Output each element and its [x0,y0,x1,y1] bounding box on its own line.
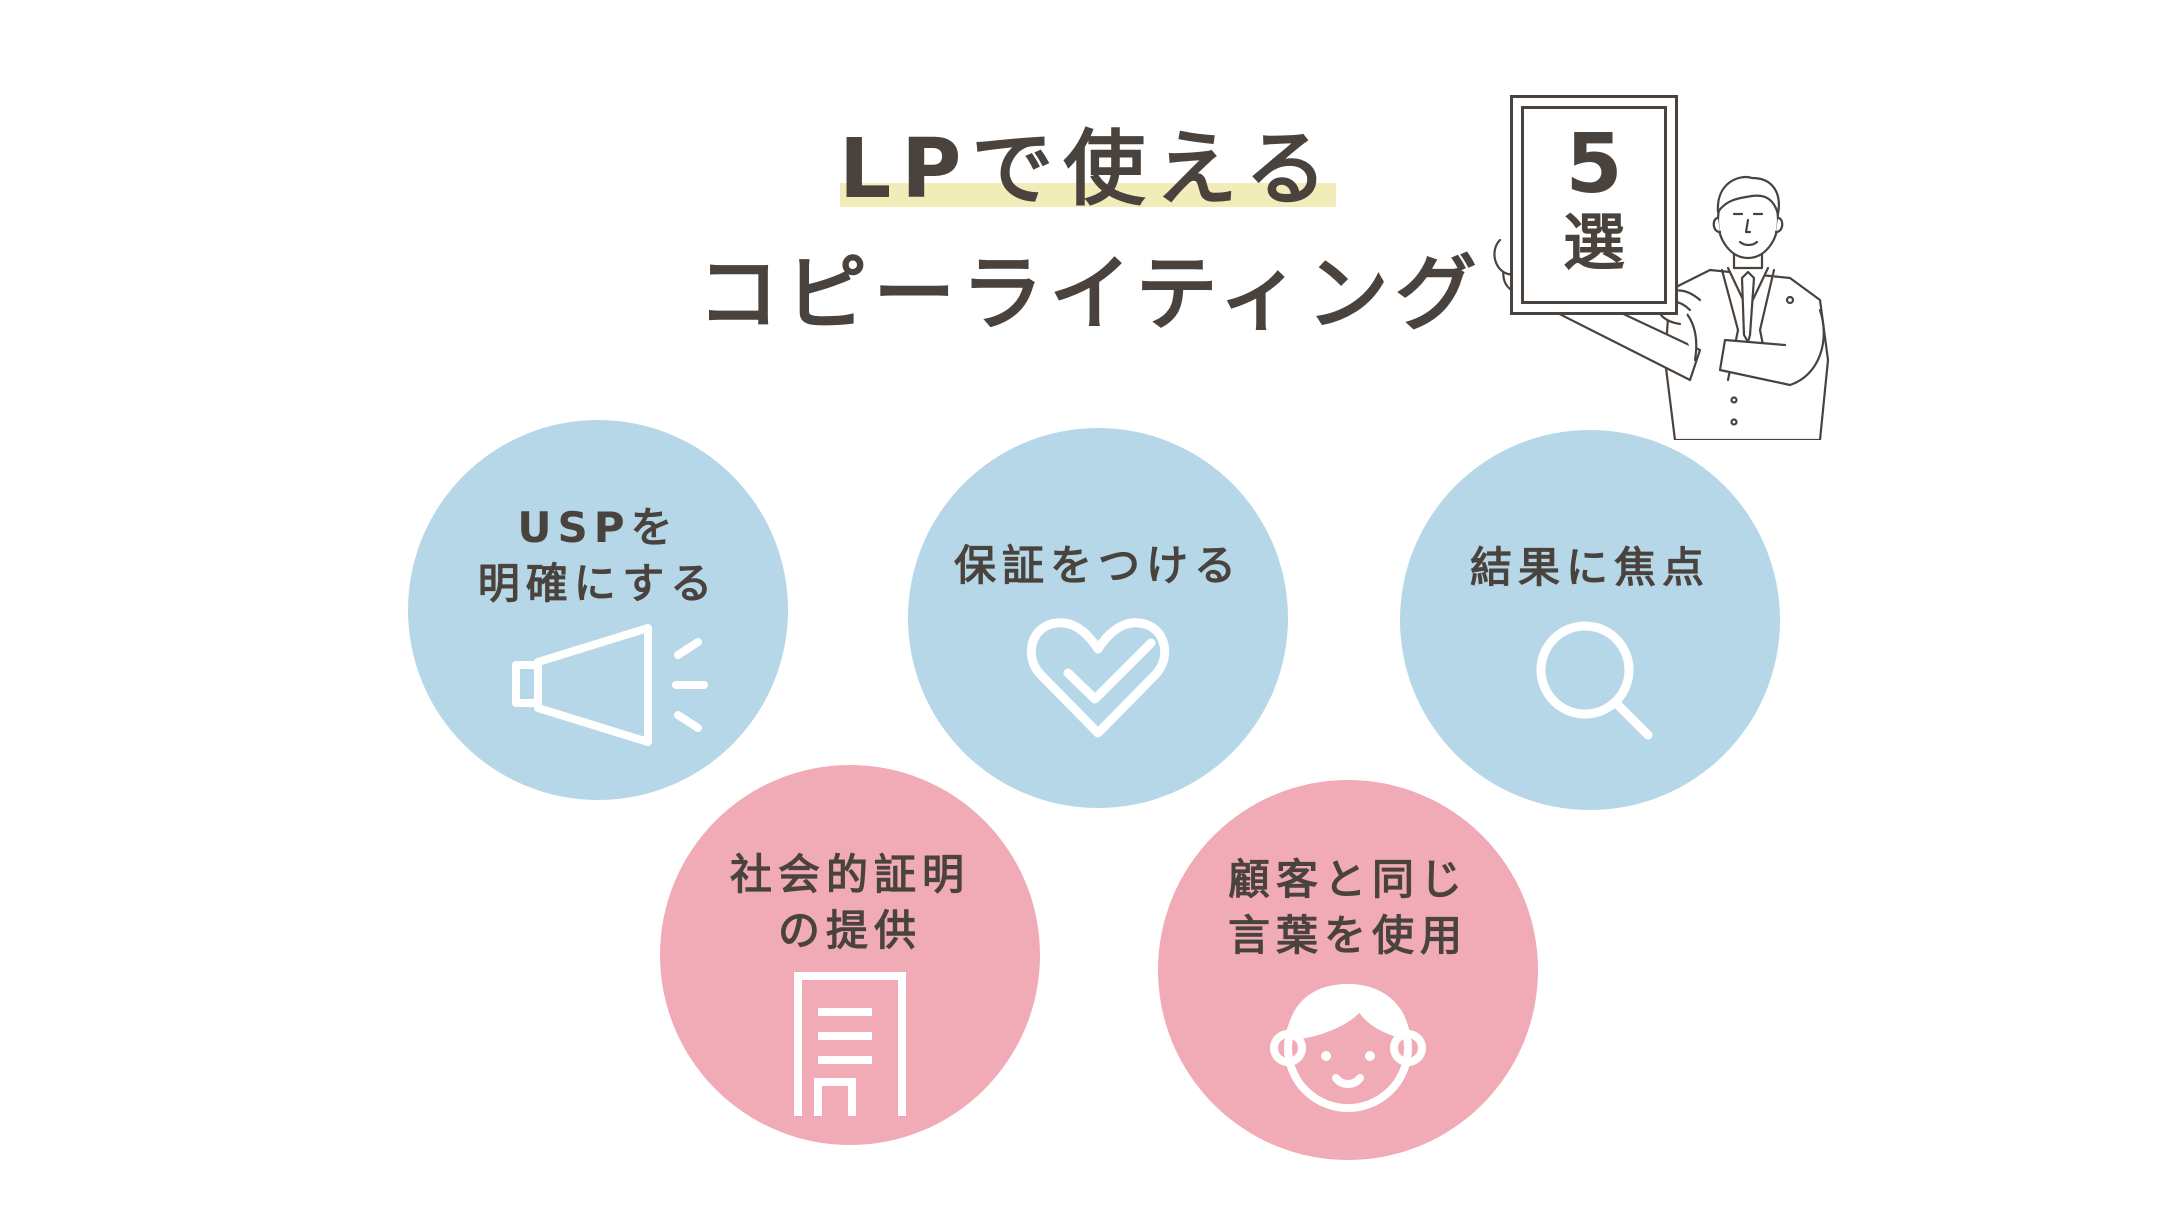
circle-usp: USPを 明確にする [408,420,788,800]
megaphone-icon [512,624,708,746]
circle-result: 結果に焦点 [1400,430,1780,810]
circle-label-customer-words: 顧客と同じ 言葉を使用 [1227,855,1468,960]
circle-label-guarantee: 保証をつける [953,541,1242,590]
circle-customer-words: 顧客と同じ 言葉を使用 [1158,780,1538,1160]
document-icon [794,972,906,1116]
circle-label-social-proof: 社会的証明 の提供 [729,850,970,955]
search-icon [1536,621,1653,740]
board-sign-inner [1521,106,1667,304]
circle-label-result: 結果に焦点 [1469,543,1710,592]
circle-guarantee: 保証をつける [908,428,1288,808]
circle-label-usp: USPを 明確にする [477,503,719,608]
board-sign: 5 選 [1510,95,1678,315]
page-title-line2: コピーライティング [697,247,1483,342]
page-title-line1: LPで使える [839,122,1337,217]
board-number: 5 [1565,117,1623,212]
board-kanji: 選 [1562,206,1625,279]
heart-check-icon [1026,618,1170,738]
circle-social-proof: 社会的証明 の提供 [660,765,1040,1145]
title-highlight [840,183,1336,207]
face-icon [1270,984,1426,1112]
